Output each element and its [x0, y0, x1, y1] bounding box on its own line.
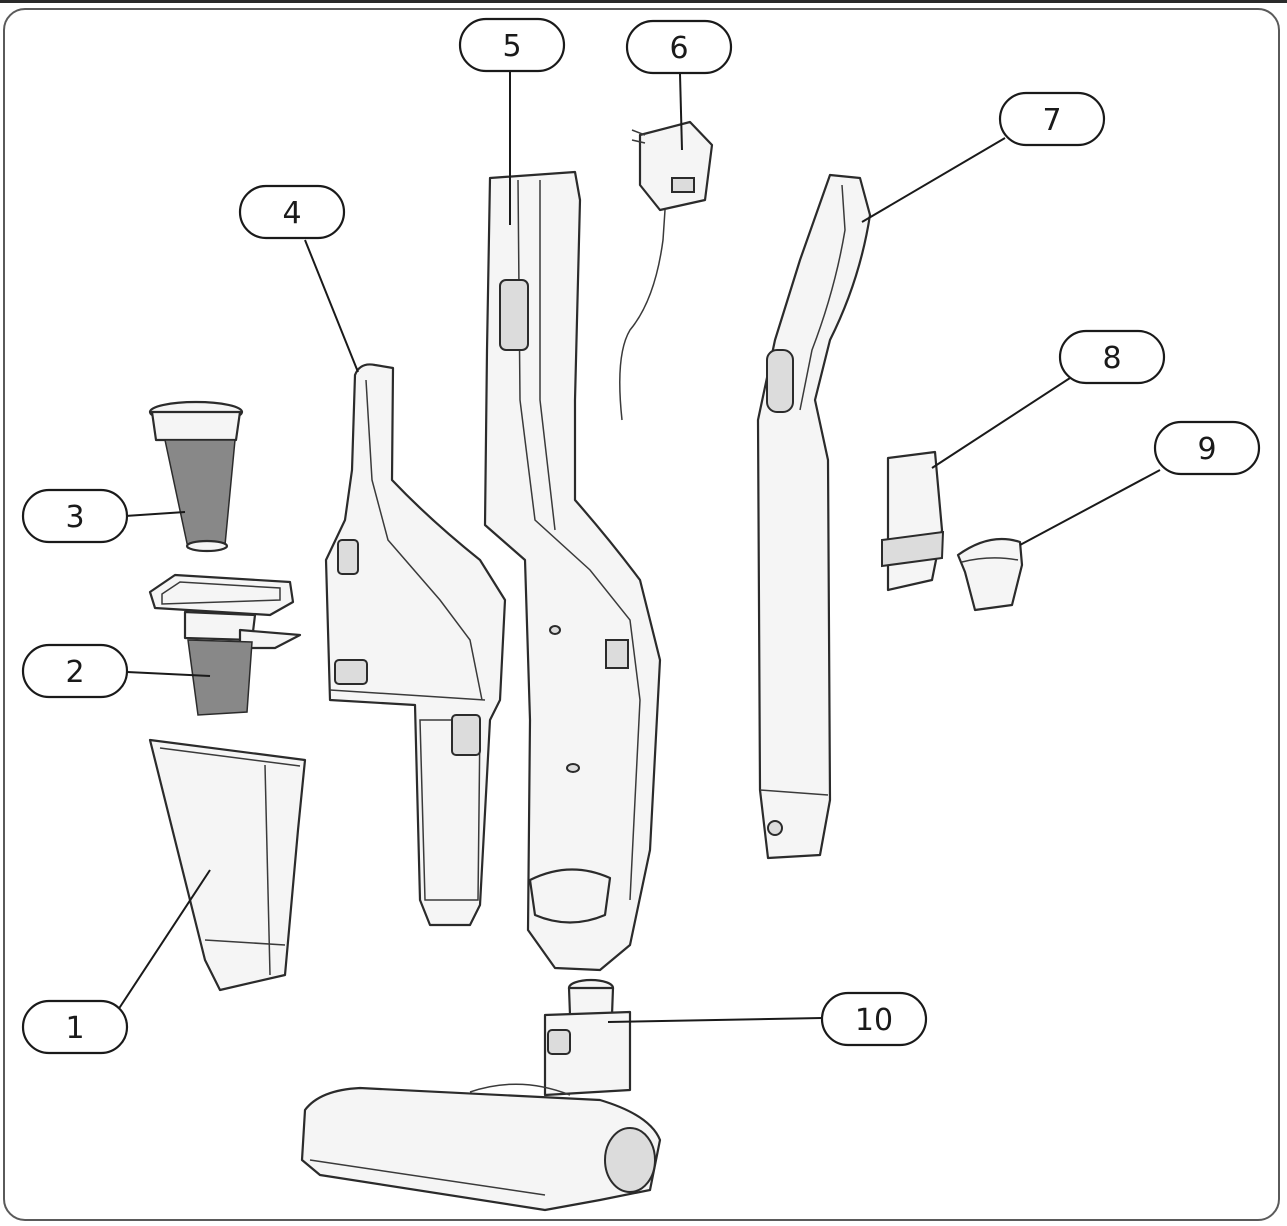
callout-10: 10: [820, 991, 928, 1047]
callout-8: 8: [1058, 329, 1166, 385]
callout-8-label: 8: [1102, 341, 1121, 376]
callout-6: 6: [625, 19, 733, 75]
callout-3: 3: [21, 488, 129, 544]
part-10-floor-head: [300, 978, 662, 1212]
leader-line-3: [125, 511, 186, 517]
callout-3-label: 3: [65, 500, 84, 535]
part-8-crevice-tool: [881, 450, 945, 592]
leader-line-7: [861, 137, 1006, 223]
callout-4-label: 4: [282, 196, 301, 231]
leader-line-2: [125, 671, 211, 677]
part-7-extension-tube: [756, 173, 872, 860]
part-2-cyclone-filter: [148, 573, 302, 716]
callout-2-label: 2: [65, 655, 84, 690]
callout-9-label: 9: [1197, 432, 1216, 467]
callout-7-label: 7: [1042, 103, 1061, 138]
callout-4: 4: [238, 184, 346, 240]
leader-line-8: [931, 377, 1071, 469]
leader-line-9: [1019, 469, 1161, 546]
callout-6-label: 6: [669, 31, 688, 66]
leader-line-6: [679, 73, 683, 151]
part-3-cone-filter: [148, 400, 244, 553]
callout-9: 9: [1153, 420, 1261, 476]
part-5-main-body: [483, 170, 662, 972]
callout-1: 1: [21, 999, 129, 1055]
part-4-handheld-unit: [324, 363, 507, 927]
callout-5: 5: [458, 17, 566, 73]
callout-5-label: 5: [502, 29, 521, 64]
callout-2: 2: [21, 643, 129, 699]
leader-line-10: [607, 1017, 823, 1023]
part-6-charger: [619, 120, 714, 421]
callout-1-label: 1: [65, 1011, 84, 1046]
leader-line-1: [117, 869, 211, 1011]
callout-7: 7: [998, 91, 1106, 147]
part-1-dust-container: [148, 738, 307, 992]
part-9-brush-tool: [956, 537, 1024, 612]
callout-10-label: 10: [855, 1003, 893, 1038]
top-border-line: [0, 0, 1287, 3]
leader-line-4: [304, 239, 359, 373]
